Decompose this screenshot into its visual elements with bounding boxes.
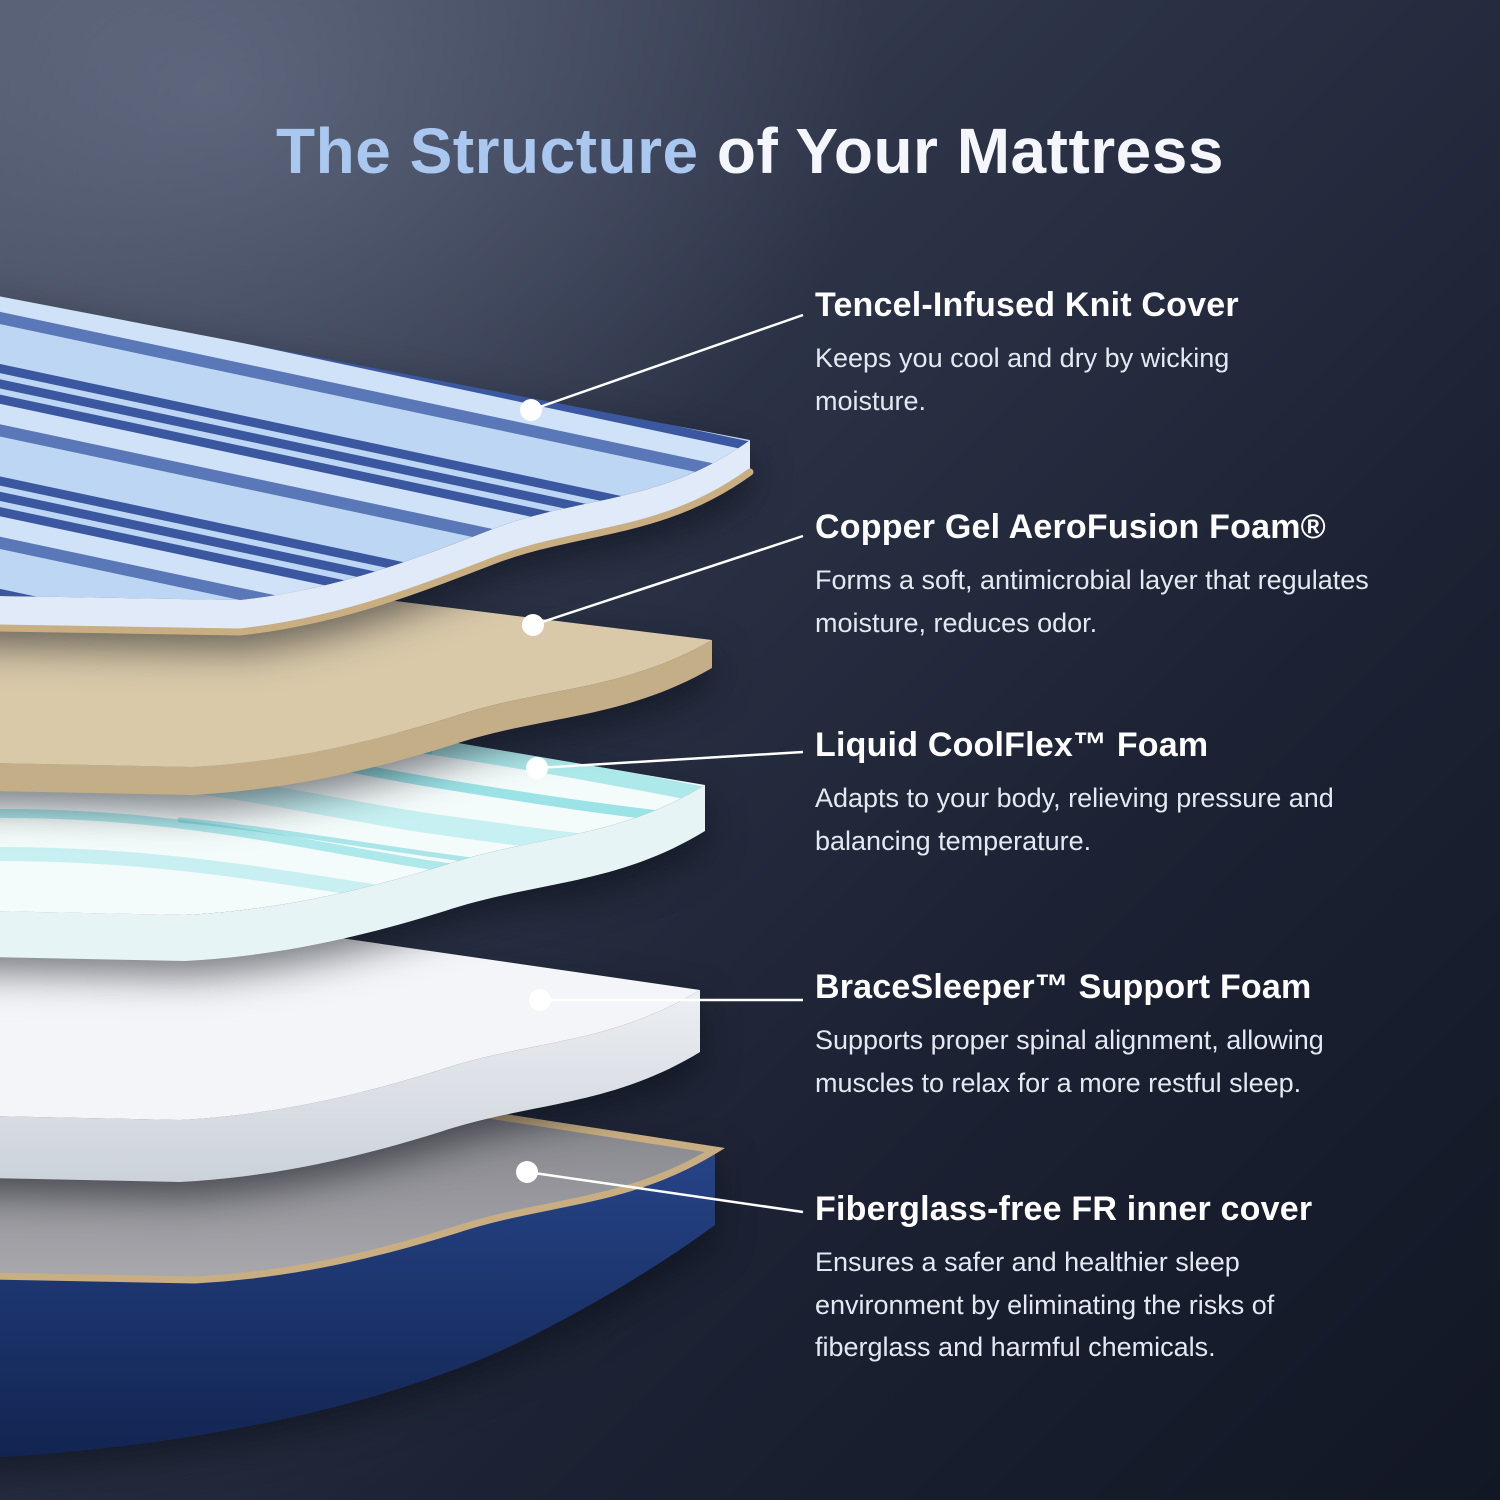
layer-callout-coolflex-foam: Liquid CoolFlex™ Foam Adapts to your bod… [815, 726, 1460, 862]
layer-title: Tencel-Infused Knit Cover [815, 286, 1239, 324]
callout-markers [516, 313, 804, 1214]
callout-dot-5 [516, 1161, 538, 1183]
callout-dot-4 [529, 989, 551, 1011]
callout-line-5 [526, 1170, 804, 1214]
layer-description: Ensures a safer and healthier sleep envi… [815, 1247, 1275, 1363]
page-title-rest: of Your Mattress [698, 115, 1224, 187]
callout-dot-2 [522, 614, 544, 636]
callout-line-1 [530, 313, 804, 412]
layer-callout-support-foam: BraceSleeper™ Support Foam Supports prop… [815, 968, 1460, 1104]
layer-title: BraceSleeper™ Support Foam [815, 968, 1312, 1006]
layer-description: Supports proper spinal alignment, allowi… [815, 1025, 1324, 1098]
layer-description: Forms a soft, antimicrobial layer that r… [815, 565, 1369, 638]
layer-graphic-tencel-cover [0, 296, 754, 636]
layer-callout-fr-inner-cover: Fiberglass-free FR inner cover Ensures a… [815, 1190, 1460, 1369]
layer-title: Fiberglass-free FR inner cover [815, 1190, 1313, 1228]
callout-line-2 [532, 534, 804, 627]
callout-line-3 [536, 750, 804, 770]
page-title-accent: The Structure [276, 115, 699, 187]
layer-callout-copper-gel-foam: Copper Gel AeroFusion Foam® Forms a soft… [815, 508, 1460, 644]
layer-title: Copper Gel AeroFusion Foam® [815, 508, 1326, 546]
callout-dot-1 [520, 399, 542, 421]
callout-dot-3 [526, 757, 548, 779]
page-title: The Structure of Your Mattress [0, 116, 1500, 186]
layer-description: Adapts to your body, relieving pressure … [815, 783, 1334, 856]
layer-title: Liquid CoolFlex™ Foam [815, 726, 1209, 764]
layer-callout-tencel-cover: Tencel-Infused Knit Cover Keeps you cool… [815, 286, 1460, 422]
layer-description: Keeps you cool and dry by wicking moistu… [815, 343, 1230, 416]
